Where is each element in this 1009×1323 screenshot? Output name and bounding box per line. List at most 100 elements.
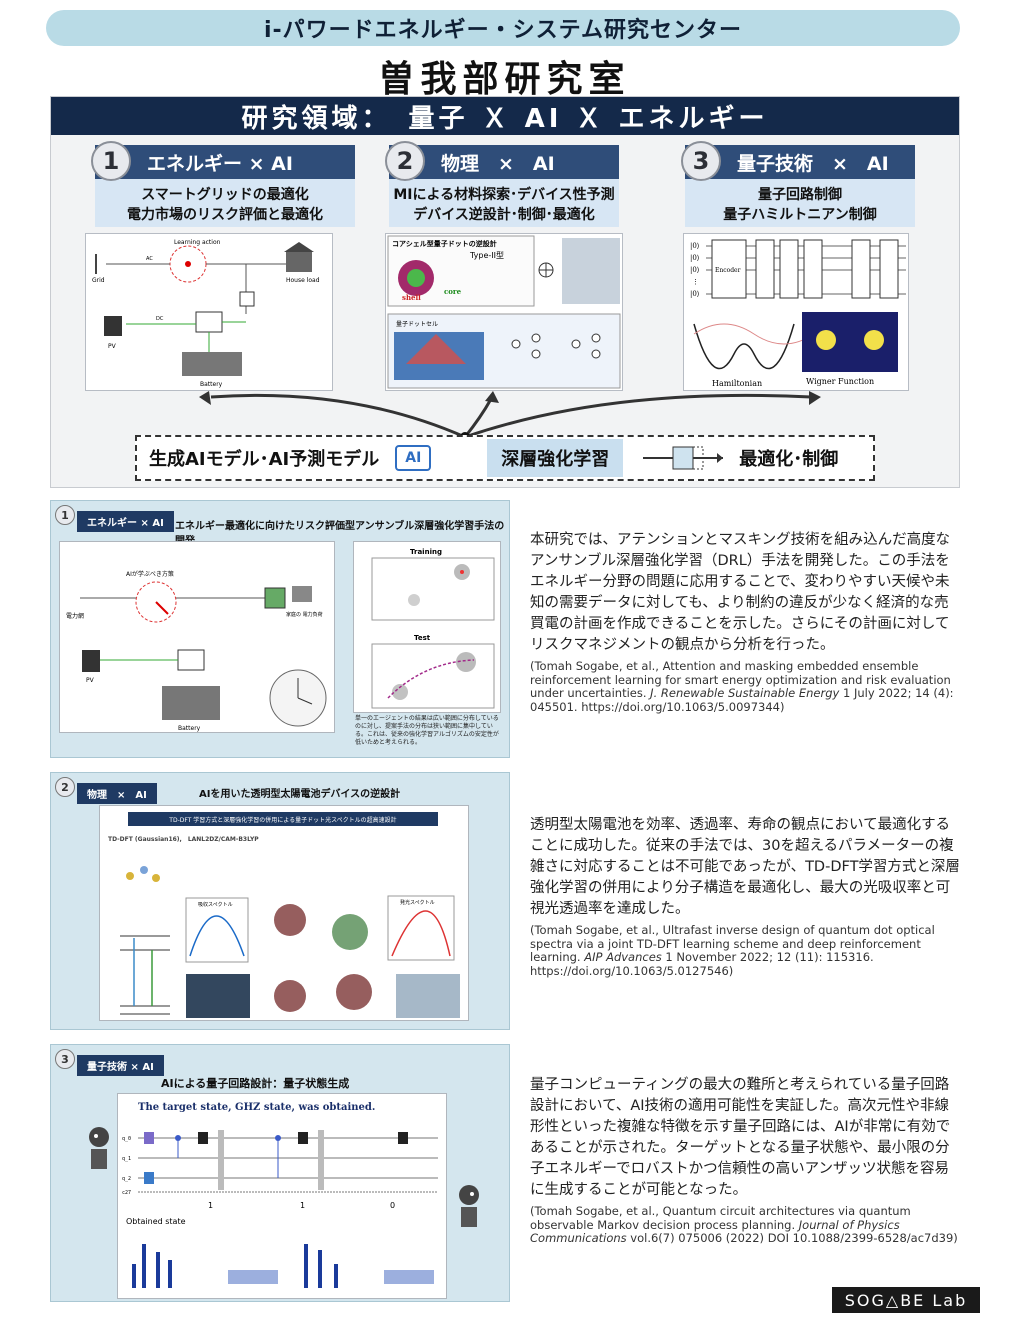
section-3-figure-svg: q_0 q_1 q_2 c27 1 1 0 Obtained state xyxy=(122,1130,438,1288)
scatter-blob xyxy=(392,684,408,700)
robot-head xyxy=(89,1127,109,1147)
section-reference: (Tomah Sogabe, et al., Quantum circuit a… xyxy=(530,1204,960,1246)
battery-label: Battery xyxy=(200,381,223,388)
test-label: Test xyxy=(414,634,431,642)
action-label: AIが学ぶべき方策 xyxy=(126,570,174,578)
converter-box xyxy=(177,649,205,671)
ac-label: AC xyxy=(146,256,153,262)
emit-label: 発光スペクトル xyxy=(400,899,435,906)
wave-curve xyxy=(693,323,815,345)
emit-plot xyxy=(387,895,455,961)
column-energy-ai: 1 エネルギー × AI スマートグリッドの最適化 電力市場のリスク評価と最適化… xyxy=(85,141,355,391)
bar3d xyxy=(304,1244,308,1288)
bar3d xyxy=(318,1250,322,1288)
qubit-label: q_2 xyxy=(122,1176,131,1182)
molecule-orbital xyxy=(336,974,372,1010)
ref-post: vol.6(7) 075006 (2022) DOI 10.1088/2399-… xyxy=(626,1231,958,1245)
gate-measure xyxy=(198,1132,208,1144)
converter-box xyxy=(195,311,223,333)
scatter-point xyxy=(460,570,464,574)
loop-feedback xyxy=(693,446,704,470)
section-tag: 物理 × AI xyxy=(77,783,157,804)
section-2-card: 2 物理 × AI AIを用いた透明型太陽電池デバイスの逆設計 TD-DFT 学… xyxy=(50,772,510,1030)
ket-label: |0⟩ xyxy=(690,266,700,274)
section-body: 透明型太陽電池を効率、透過率、寿命の観点において最適化することに成功した。従来の… xyxy=(530,817,960,917)
qd-cell-label: 量子ドットセル xyxy=(396,321,438,328)
smart-grid-diagram: Learning action Grid House load PV xyxy=(85,233,333,391)
pv-label: PV xyxy=(108,343,117,350)
molecule-orbital xyxy=(274,980,306,1012)
emit-curve xyxy=(391,910,451,957)
action-circle xyxy=(135,581,177,623)
column-desc: MIによる材料探索･デバイス性予測 デバイス逆設計･制御･最適化 xyxy=(389,179,619,227)
molecule-orbital xyxy=(274,904,306,936)
ref-pre: (Tomah Sogabe, et al., Ultrafast inverse… xyxy=(530,923,935,964)
figure-caption: 単一のエージェントの結果は広い範囲に分布しているのに対し、提案手法の分布は狭い範… xyxy=(355,715,499,746)
gate-box xyxy=(879,239,899,299)
column-header: 2 物理 × AI xyxy=(385,141,619,181)
grid-label: 電力網 xyxy=(66,612,84,620)
section-tag: エネルギー × AI xyxy=(77,511,174,532)
bar3d-plane xyxy=(384,1270,434,1284)
qubit-label: c27 xyxy=(122,1190,131,1196)
desc-line: 電力市場のリスク評価と最適化 xyxy=(127,207,323,223)
robot-body xyxy=(461,1207,477,1227)
ref-post: 1 November 2022; 12 (11): 115316. https:… xyxy=(530,950,874,978)
column-header: 1 エネルギー × AI xyxy=(91,141,355,181)
arrow-mid-head xyxy=(485,391,499,403)
section-3-text: 量子コンピューティングの最大の難所と考えられている量子回路設計において、AI技術… xyxy=(530,1075,960,1246)
quantum-circuit-svg: |0⟩ |0⟩ |0⟩ ⋮ |0⟩ Encoder xyxy=(690,239,906,388)
gate-box xyxy=(803,239,823,299)
column-number: 2 xyxy=(385,141,425,181)
optimize-label: 最適化･制御 xyxy=(739,449,839,470)
desc-line: 量子回路制御 xyxy=(758,187,842,203)
ref-pre: (Tomah Sogabe, et al., Attention and mas… xyxy=(530,659,951,700)
section-title: AIを用いた透明型太陽電池デバイスの逆設計 xyxy=(199,789,401,800)
figure-banner: TD-DFT 学習方式と深層強化学習の併用による量子ドット光スペクトルの超高速設… xyxy=(128,812,438,826)
wigner-label: Wigner Function xyxy=(806,377,874,386)
column-label: 量子技術 × AI xyxy=(737,152,889,175)
gate-h xyxy=(144,1132,154,1144)
clock-hand xyxy=(297,697,313,705)
encoder-label: Encoder xyxy=(715,267,741,274)
robot-icon xyxy=(89,1127,109,1169)
section-title: AIによる量子回路設計：量子状態生成 xyxy=(161,1077,350,1090)
qubit-label: q_1 xyxy=(122,1156,131,1162)
desc-line: 量子ハミルトニアン制御 xyxy=(723,207,877,223)
nn-node xyxy=(531,333,541,343)
action-arrow xyxy=(155,601,169,615)
arrow-right xyxy=(464,393,812,439)
ref-pre: (Tomah Sogabe, et al., Quantum circuit a… xyxy=(530,1204,911,1232)
battery-label: Battery xyxy=(178,725,201,732)
molecule-atom xyxy=(126,872,134,880)
method-label: TD-DFT (Gaussian16), LANL2DZ/CAM-B3LYP xyxy=(108,836,259,843)
gate-box xyxy=(755,239,775,299)
house-roof-icon xyxy=(284,242,314,252)
ket-label: |0⟩ xyxy=(690,290,700,298)
grid-label: Grid xyxy=(92,277,105,284)
column-desc: 量子回路制御 量子ハミルトニアン制御 xyxy=(685,179,915,227)
column-number: 3 xyxy=(681,141,721,181)
section-tag: 量子技術 × AI xyxy=(77,1055,164,1076)
loop-chip xyxy=(672,446,694,470)
learning-action-label: Learning action xyxy=(174,239,221,246)
section-body: 本研究では、アテンションとマスキング技術を組み込んだ高度なアンサンブル深層強化学… xyxy=(530,532,951,653)
qd-cell-glow xyxy=(406,334,466,364)
arrow-left-head xyxy=(199,391,211,405)
section-number: 2 xyxy=(55,777,75,797)
section-3-figure: The target state, GHZ state, was obtaine… xyxy=(117,1093,447,1299)
column-label: 物理 × AI xyxy=(441,152,555,175)
solar-panel-photo xyxy=(186,974,250,1018)
lab-name: 曽我部研究室 xyxy=(378,59,631,100)
quantum-circuit-diagram: |0⟩ |0⟩ |0⟩ ⋮ |0⟩ Encoder xyxy=(683,233,909,391)
research-overview-panel: 研究領域： 量子 Ｘ AI Ｘ エネルギー 1 エネルギー × AI スマートグ… xyxy=(50,96,960,488)
section-1-charts-svg: Training Test xyxy=(371,548,495,709)
robot-head xyxy=(459,1185,479,1205)
gate-box xyxy=(779,239,799,299)
nn-node xyxy=(591,333,601,343)
test-plot xyxy=(371,643,495,709)
pv-panel-icon xyxy=(104,316,122,336)
robot-icon xyxy=(459,1185,479,1227)
section-reference: (Tomah Sogabe, et al., Ultrafast inverse… xyxy=(530,923,960,978)
result-value: 1 xyxy=(300,1201,305,1210)
